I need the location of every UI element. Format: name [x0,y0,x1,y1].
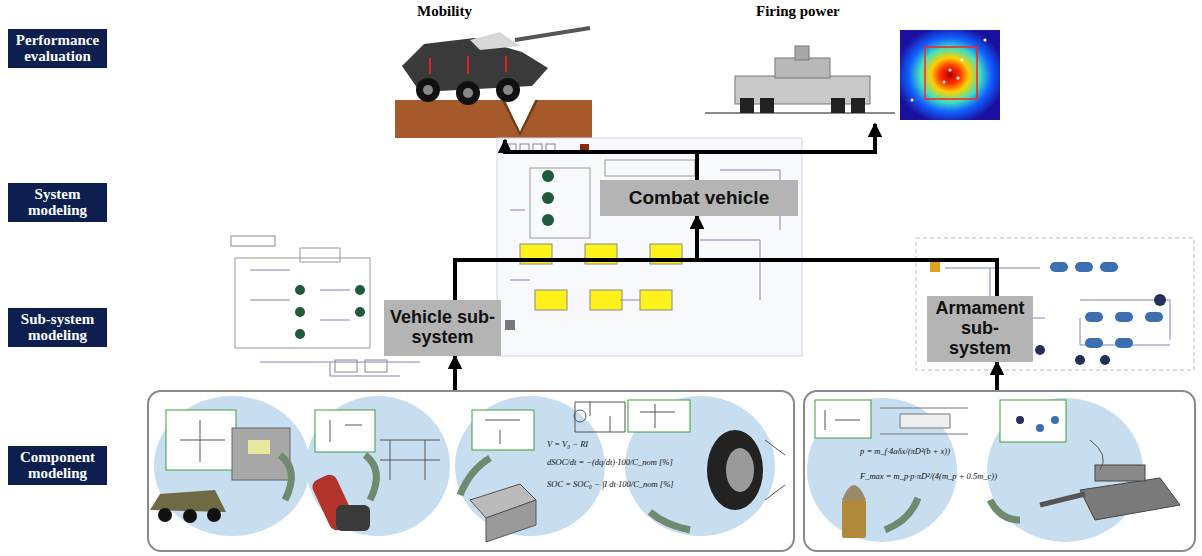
connector-arrow [697,216,997,296]
firing-illustration [705,30,1000,120]
connector-arrow [697,124,875,180]
box-label: Combat vehicle [629,188,769,209]
level-box: Performance evaluation [8,29,107,68]
component-group: V = V₀ − RI dSOC/dt = −(dq/dt)·100/C_nom … [147,390,795,552]
connector-arrow [453,356,457,390]
equation: F_max = m_p·p·πD²/(4(m_p + 0.5m_c)) [860,472,997,481]
equation: dSOC/dt = −(dq/dt)·100/C_nom [%] [547,458,673,467]
armament-components [807,398,1180,542]
level-box: Component modeling [8,446,107,485]
level-box: System modeling [8,183,107,222]
connector-arrow [995,362,999,390]
box-label: Sub-system modeling [13,311,102,344]
armament-model-screenshot [916,238,1194,370]
level-box: Sub-system modeling [8,308,107,347]
connector-arrow [505,140,697,180]
equation: V = V₀ − RI [547,440,588,449]
model-box: Vehicle sub-system [384,300,501,356]
box-label: Vehicle sub-system [389,308,496,348]
evaluation-panel: Mobility [395,2,600,140]
model-box: Armament sub-system [927,296,1033,362]
vehicle-components [150,396,785,542]
panel-heading: Mobility [417,3,472,20]
box-label: Armament sub-system [932,299,1028,358]
box-label: Performance evaluation [13,32,102,65]
evaluation-panel: Firing power [700,2,1005,124]
connector-arrow [455,216,697,300]
equation: p = m_f·4aδx/(πD²(b + x)) [860,447,950,456]
component-group: p = m_f·4aδx/(πD²(b + x)) F_max = m_p·p·π… [803,390,1196,552]
system-model-screenshot [497,138,802,356]
box-label: System modeling [13,186,102,219]
panel-heading: Firing power [756,3,840,20]
equation: SOC = SOC₀ − ∫I dt·100/C_nom [%] [547,480,674,489]
mobility-illustration [395,28,592,138]
model-box: Combat vehicle [600,180,798,216]
box-label: Component modeling [13,449,102,482]
